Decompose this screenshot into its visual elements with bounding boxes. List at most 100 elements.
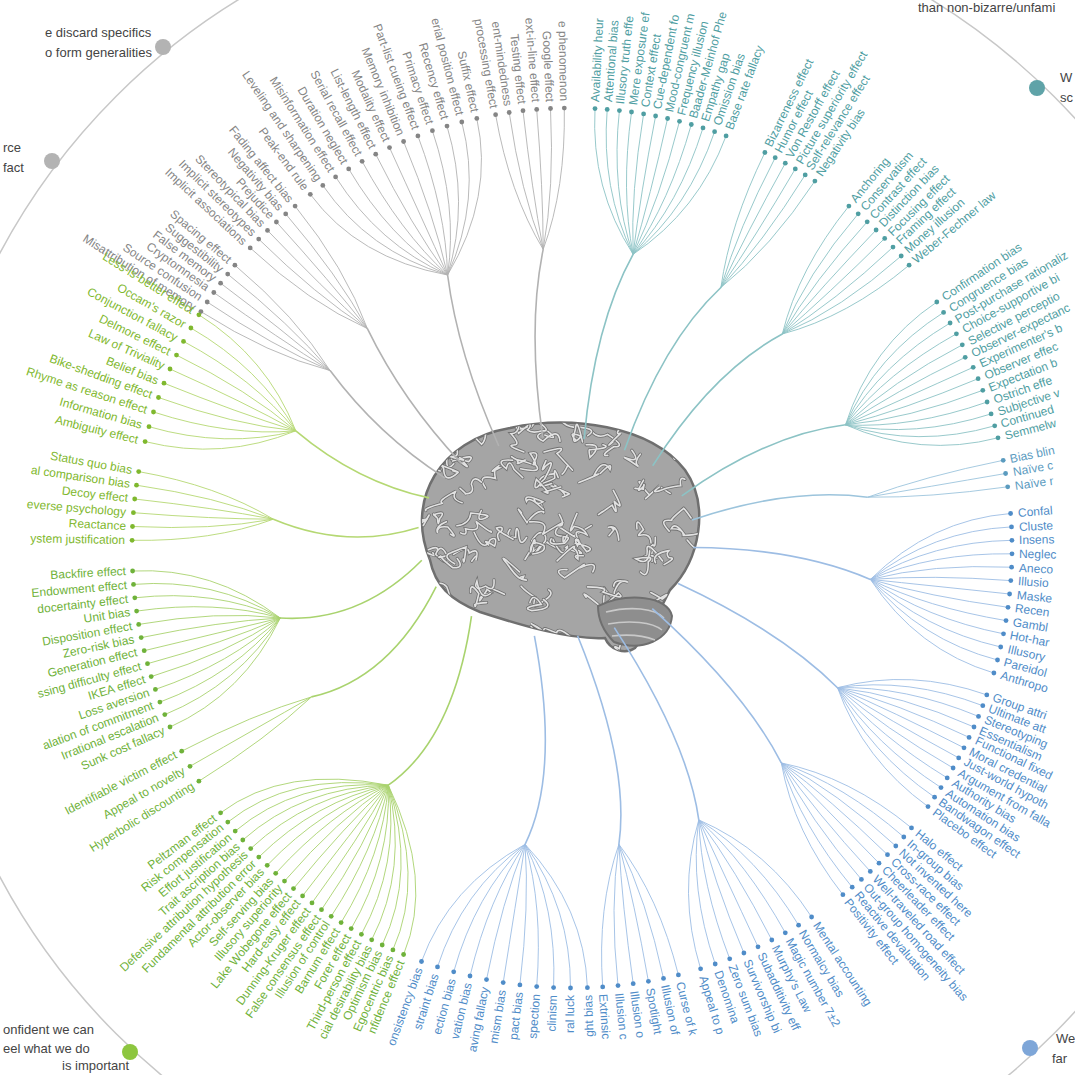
- category-text: fact: [3, 160, 24, 175]
- label-dot: [653, 114, 658, 119]
- branch-line: [268, 230, 368, 328]
- branch-line: [595, 109, 633, 255]
- label-dot: [468, 974, 473, 979]
- branch-line: [870, 579, 1000, 647]
- label-dot: [984, 693, 989, 698]
- label-dot: [416, 134, 421, 139]
- brain-fold: [664, 508, 691, 531]
- branch-line: [310, 194, 447, 275]
- branch-line: [135, 499, 274, 519]
- bias-label: Aneco: [1018, 561, 1053, 576]
- branch-line: [525, 844, 587, 987]
- branch-line: [351, 785, 388, 928]
- label-dot: [967, 735, 972, 740]
- branch-line: [699, 820, 812, 917]
- label-dot: [131, 510, 136, 515]
- branch-line: [781, 763, 870, 872]
- brain-fold: [557, 546, 583, 560]
- brain-fold: [425, 491, 462, 511]
- label-dot: [859, 877, 864, 882]
- label-dot: [240, 838, 245, 843]
- branch-line: [267, 785, 388, 865]
- branch-line: [846, 379, 979, 425]
- label-dot: [676, 973, 681, 978]
- branch-line: [633, 121, 679, 254]
- label-dot: [319, 907, 324, 912]
- branch-line: [606, 109, 633, 254]
- branch-line: [250, 248, 367, 329]
- label-dot: [310, 901, 315, 906]
- brain-fold: [437, 522, 454, 536]
- branch-line: [135, 596, 280, 618]
- label-dot: [291, 886, 296, 891]
- branch-line: [525, 844, 554, 987]
- branch-line: [699, 820, 730, 959]
- branch-line: [870, 554, 1012, 580]
- branch-line: [721, 181, 815, 287]
- category-text: o form generalities: [45, 45, 152, 60]
- label-dot: [153, 687, 158, 692]
- label-dot: [617, 108, 622, 113]
- label-dot: [419, 959, 424, 964]
- branch-line: [228, 274, 330, 371]
- branch-line: [149, 427, 296, 439]
- branch-line: [331, 785, 388, 916]
- label-dot: [847, 204, 852, 209]
- label-dot: [320, 183, 325, 188]
- label-dot: [713, 962, 718, 967]
- brain-fold: [468, 421, 486, 445]
- label-dot: [631, 981, 636, 986]
- label-dot: [616, 983, 621, 988]
- brain-fold: [559, 564, 595, 577]
- label-dot: [359, 932, 364, 937]
- branch-trunk: [535, 249, 543, 437]
- label-dot: [939, 785, 944, 790]
- brain-fold: [530, 540, 544, 554]
- label-dot: [1001, 458, 1006, 463]
- label-dot: [349, 926, 354, 931]
- label-dot: [401, 139, 406, 144]
- brain-fold: [579, 465, 611, 483]
- label-dot: [136, 622, 141, 627]
- brain-fold: [551, 640, 579, 659]
- category-dot: [1022, 1040, 1038, 1056]
- label-dot: [985, 400, 990, 405]
- label-dot: [769, 938, 774, 943]
- label-dot: [1010, 551, 1015, 556]
- brain-fold: [636, 551, 651, 575]
- brain-fold: [414, 515, 429, 525]
- branch-line: [199, 697, 312, 781]
- brain-fold: [609, 415, 627, 445]
- bias-label: Cluste: [1018, 518, 1053, 534]
- label-dot: [233, 829, 238, 834]
- category-dot: [1029, 80, 1045, 96]
- brain-fold: [476, 628, 500, 644]
- branch-line: [151, 618, 280, 677]
- brain-fold: [447, 547, 466, 564]
- brain-fold: [635, 480, 644, 490]
- label-dot: [179, 749, 184, 754]
- label-dot: [174, 353, 179, 358]
- label-dot: [274, 220, 279, 225]
- brain-fold: [521, 453, 538, 471]
- label-dot: [995, 658, 1000, 663]
- branch-line: [303, 785, 389, 896]
- branch-line: [349, 169, 448, 275]
- branch-line: [154, 412, 296, 432]
- brain-fold: [425, 583, 450, 600]
- label-dot: [158, 700, 163, 705]
- brain-fold: [414, 515, 429, 525]
- brain-fold: [471, 587, 487, 607]
- branch-line: [294, 785, 389, 888]
- label-dot: [134, 609, 139, 614]
- label-dot: [248, 846, 253, 851]
- brain-fold: [655, 550, 673, 564]
- branch-line: [781, 763, 861, 880]
- brain-fold: [425, 631, 443, 645]
- label-dot: [218, 810, 223, 815]
- branch-line: [432, 131, 450, 275]
- branch-trunk: [312, 587, 437, 697]
- label-dot: [551, 985, 556, 990]
- label-dot: [677, 119, 682, 124]
